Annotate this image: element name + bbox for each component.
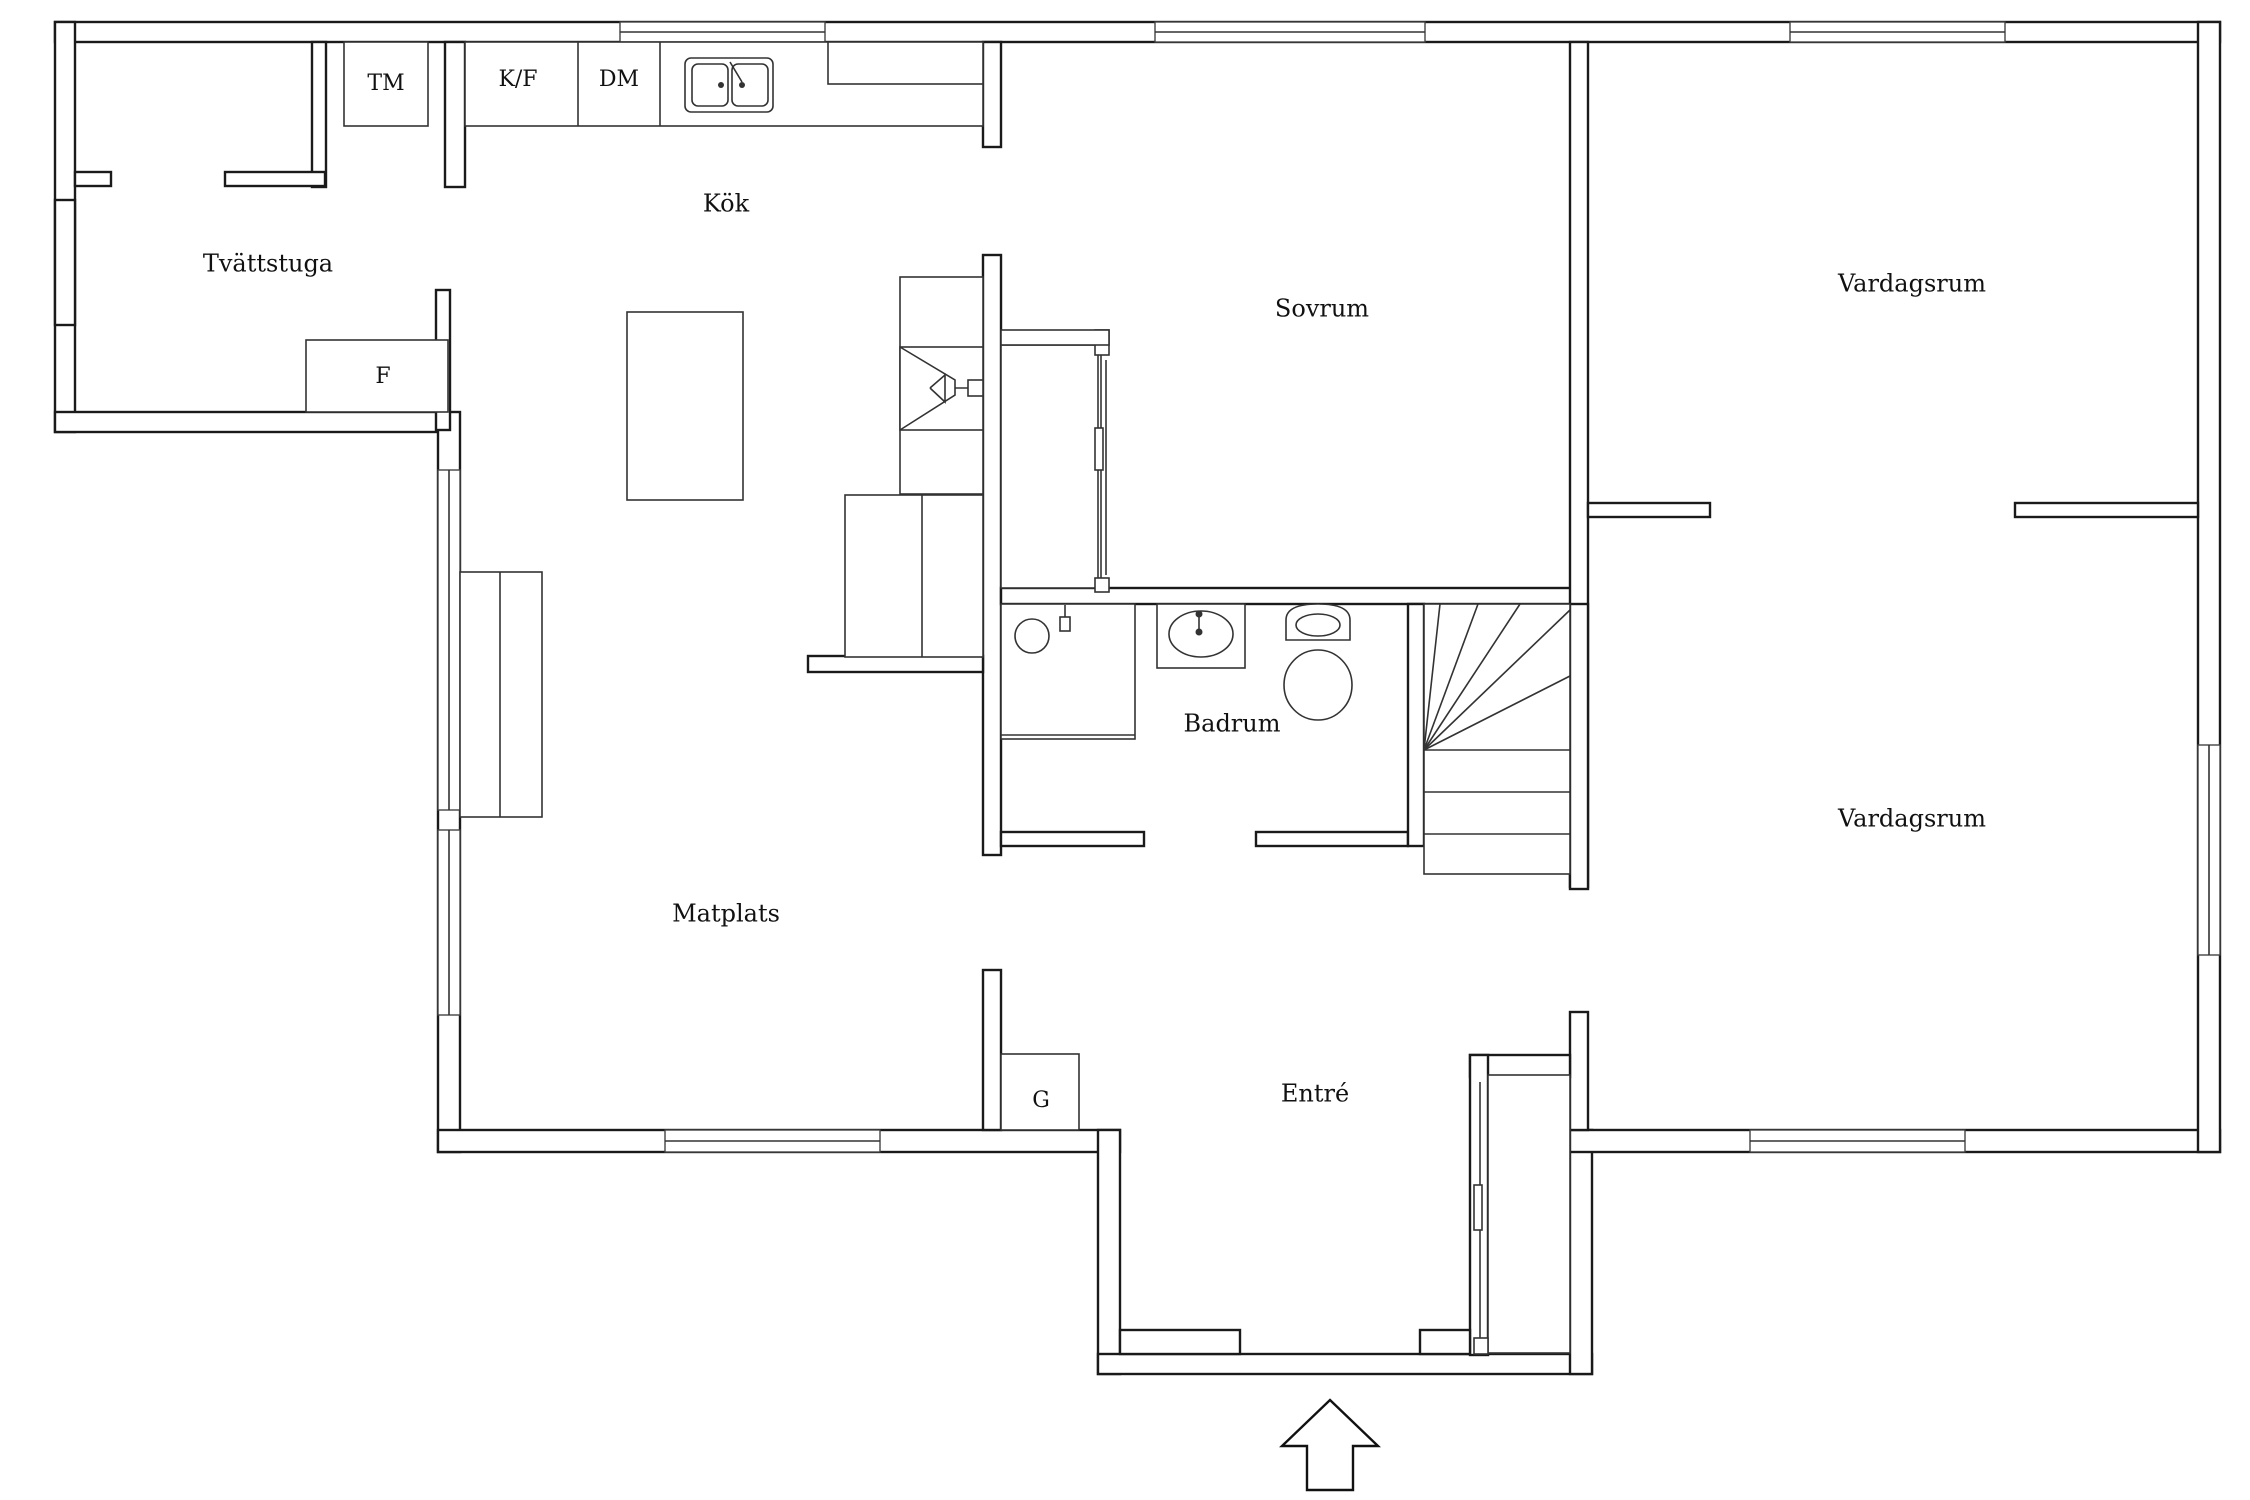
wardrobe-g <box>1000 1053 1080 1131</box>
windows <box>437 21 2221 1153</box>
appliance-label-kf: K/F <box>498 67 537 92</box>
bedroom-wardrobe <box>1000 329 1110 593</box>
room-label-sovrum: Sovrum <box>1275 295 1369 323</box>
room-label-vardagsrum-upper: Vardagsrum <box>1837 270 1986 298</box>
room-label-badrum: Badrum <box>1184 710 1281 738</box>
freezer <box>305 339 449 413</box>
appliance-label-dm: DM <box>599 67 639 92</box>
toilet-icon <box>1283 603 1353 721</box>
stairs-icon <box>1423 603 1571 875</box>
entrance-closet <box>1487 1074 1571 1354</box>
room-label-matplats: Matplats <box>672 900 780 928</box>
appliance-label-g: G <box>1032 1088 1050 1113</box>
dining-fixtures <box>459 571 543 818</box>
room-label-tvattstuga: Tvättstuga <box>203 250 333 278</box>
double-sink-icon <box>684 57 774 113</box>
wash-basin-icon <box>1156 603 1246 669</box>
appliance-labels: TM K/F DM F G <box>367 67 1049 1113</box>
entrance-arrow-icon <box>1279 1398 1381 1492</box>
appliance-label-f: F <box>375 364 390 389</box>
laundry-fixtures <box>305 41 449 413</box>
shower-icon <box>1000 603 1136 740</box>
room-labels: Tvättstuga Kök Sovrum Vardagsrum Vardags… <box>203 190 1986 1108</box>
exterior-walls <box>53 20 2222 1376</box>
appliance-label-tm: TM <box>367 71 404 96</box>
room-label-entre: Entré <box>1281 1080 1349 1108</box>
room-label-vardagsrum-lower: Vardagsrum <box>1837 805 1986 833</box>
kitchen-fixtures <box>464 41 984 658</box>
washing-machine <box>343 41 429 127</box>
sideboard <box>459 571 543 818</box>
bathroom-fixtures <box>1000 603 1353 740</box>
entrance-fixtures <box>1000 1053 1571 1356</box>
stove-icon <box>899 346 984 431</box>
room-label-kok: Kök <box>703 190 750 218</box>
kitchen-island <box>626 311 744 501</box>
